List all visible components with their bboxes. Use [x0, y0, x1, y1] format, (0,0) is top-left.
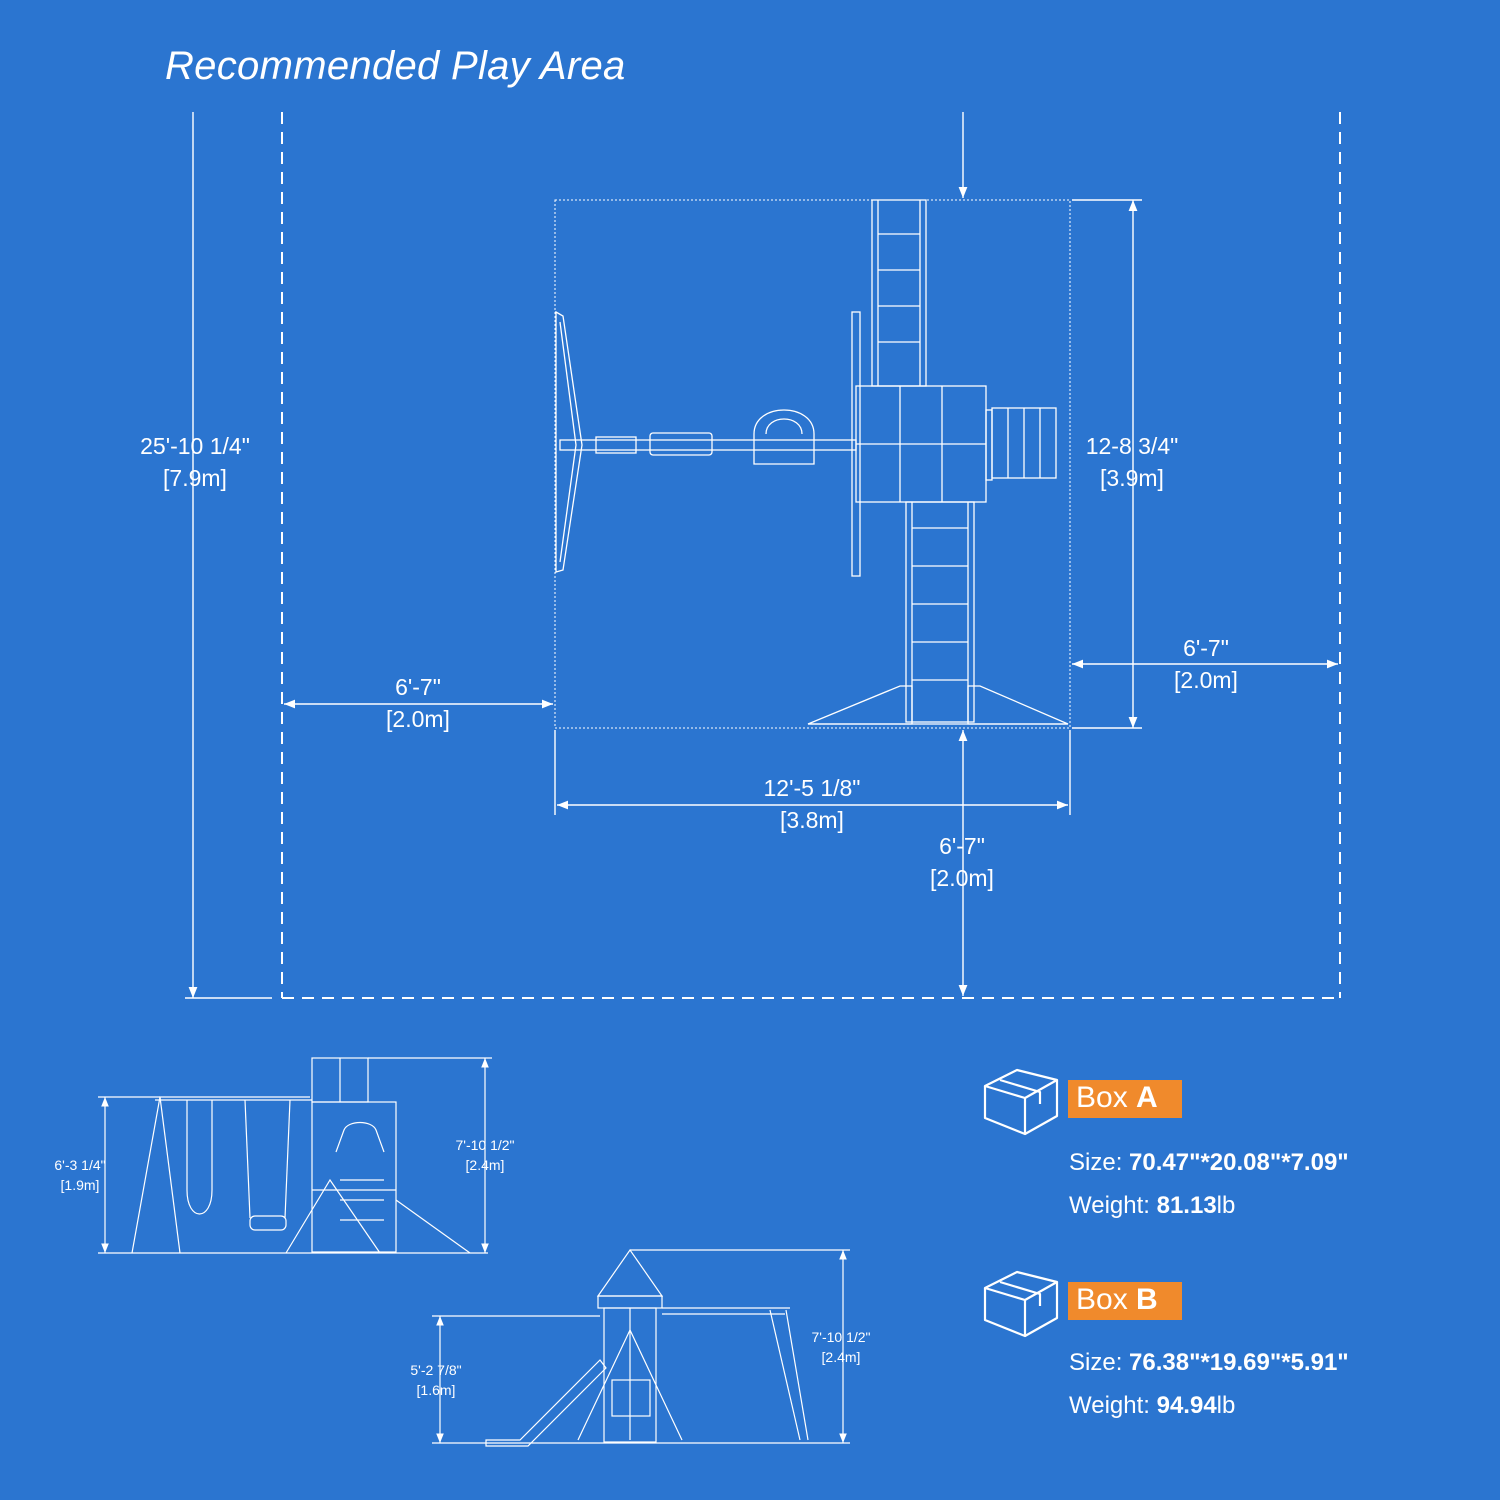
swing-height-imperial: 6'-3 1/4": [54, 1157, 106, 1173]
right-clearance-metric: [2.0m]: [1174, 667, 1238, 693]
bottom-clearance-imperial: 6'-7": [939, 833, 985, 859]
swing-height-metric: [1.9m]: [60, 1177, 100, 1193]
box-a-letter: A: [1136, 1081, 1158, 1114]
box-b-tag: Box B: [1068, 1282, 1182, 1320]
box-a-weight-label: Weight:: [1069, 1192, 1157, 1219]
bottom-clearance-label: 6'-7" [2.0m]: [902, 830, 1022, 894]
structure-depth-metric: [3.9m]: [1100, 465, 1164, 491]
front-tower-height-imperial: 7'-10 1/2": [811, 1329, 871, 1345]
playset-front-view: [432, 1248, 850, 1447]
side-tower-height-label: 7'-10 1/2" [2.4m]: [440, 1135, 530, 1175]
bottom-clearance-metric: [2.0m]: [930, 865, 994, 891]
playset-side-view: [98, 1057, 492, 1254]
swing-height-label: 6'-3 1/4" [1.9m]: [40, 1155, 120, 1195]
box-b-weight-unit: lb: [1216, 1392, 1236, 1419]
box-a-tag: Box A: [1068, 1080, 1182, 1118]
box-b-weight: Weight: 94.94lb: [1069, 1392, 1235, 1420]
side-tower-height-metric: [2.4m]: [465, 1157, 505, 1173]
box-b-letter: B: [1136, 1283, 1158, 1316]
box-b-weight-label: Weight:: [1069, 1392, 1157, 1419]
box-a-label: Box: [1076, 1081, 1128, 1114]
structure-footprint: [554, 199, 1071, 729]
box-a-size-value: 70.47"*20.08"*7.09": [1129, 1149, 1349, 1176]
left-clearance-metric: [2.0m]: [386, 706, 450, 732]
total-height-label: 25'-10 1/4" [7.9m]: [120, 430, 270, 494]
box-a-weight: Weight: 81.13lb: [1069, 1192, 1235, 1220]
box-b-size: Size: 76.38"*19.69"*5.91": [1069, 1349, 1349, 1377]
side-tower-height-imperial: 7'-10 1/2": [455, 1137, 515, 1153]
play-area-boundary: [281, 112, 1341, 999]
right-clearance-label: 6'-7" [2.0m]: [1146, 632, 1266, 696]
deck-height-metric: [1.6m]: [416, 1382, 456, 1398]
box-b-weight-value: 94.94: [1156, 1392, 1217, 1419]
structure-width-metric: [3.8m]: [780, 807, 844, 833]
box-b-label: Box: [1076, 1283, 1128, 1316]
left-clearance-label: 6'-7" [2.0m]: [358, 671, 478, 735]
total-height-metric: [7.9m]: [163, 465, 227, 491]
box-b-size-value: 76.38"*19.69"*5.91": [1129, 1349, 1349, 1376]
right-clearance-imperial: 6'-7": [1183, 635, 1229, 661]
structure-width-imperial: 12'-5 1/8": [763, 775, 861, 801]
box-a-weight-value: 81.13: [1156, 1192, 1217, 1219]
box-a-icon: [983, 1068, 1059, 1136]
box-b-size-label: Size:: [1069, 1349, 1130, 1376]
box-a-size-label: Size:: [1069, 1149, 1130, 1176]
structure-width-label: 12'-5 1/8" [3.8m]: [742, 772, 882, 836]
box-b-icon: [983, 1270, 1059, 1338]
deck-height-imperial: 5'-2 7/8": [410, 1362, 462, 1378]
structure-depth-imperial: 12-8 3/4": [1085, 433, 1179, 459]
playset-top-view: [555, 199, 1069, 725]
total-height-imperial: 25'-10 1/4": [140, 433, 250, 459]
dimension-lines: [185, 112, 1338, 999]
box-a-weight-unit: lb: [1216, 1192, 1236, 1219]
deck-height-label: 5'-2 7/8" [1.6m]: [396, 1360, 476, 1400]
front-tower-height-metric: [2.4m]: [821, 1349, 861, 1365]
page-title: Recommended Play Area: [165, 44, 626, 88]
left-clearance-imperial: 6'-7": [395, 674, 441, 700]
box-a-size: Size: 70.47"*20.08"*7.09": [1069, 1149, 1349, 1177]
structure-depth-label: 12-8 3/4" [3.9m]: [1064, 430, 1200, 494]
front-tower-height-label: 7'-10 1/2" [2.4m]: [796, 1327, 886, 1367]
